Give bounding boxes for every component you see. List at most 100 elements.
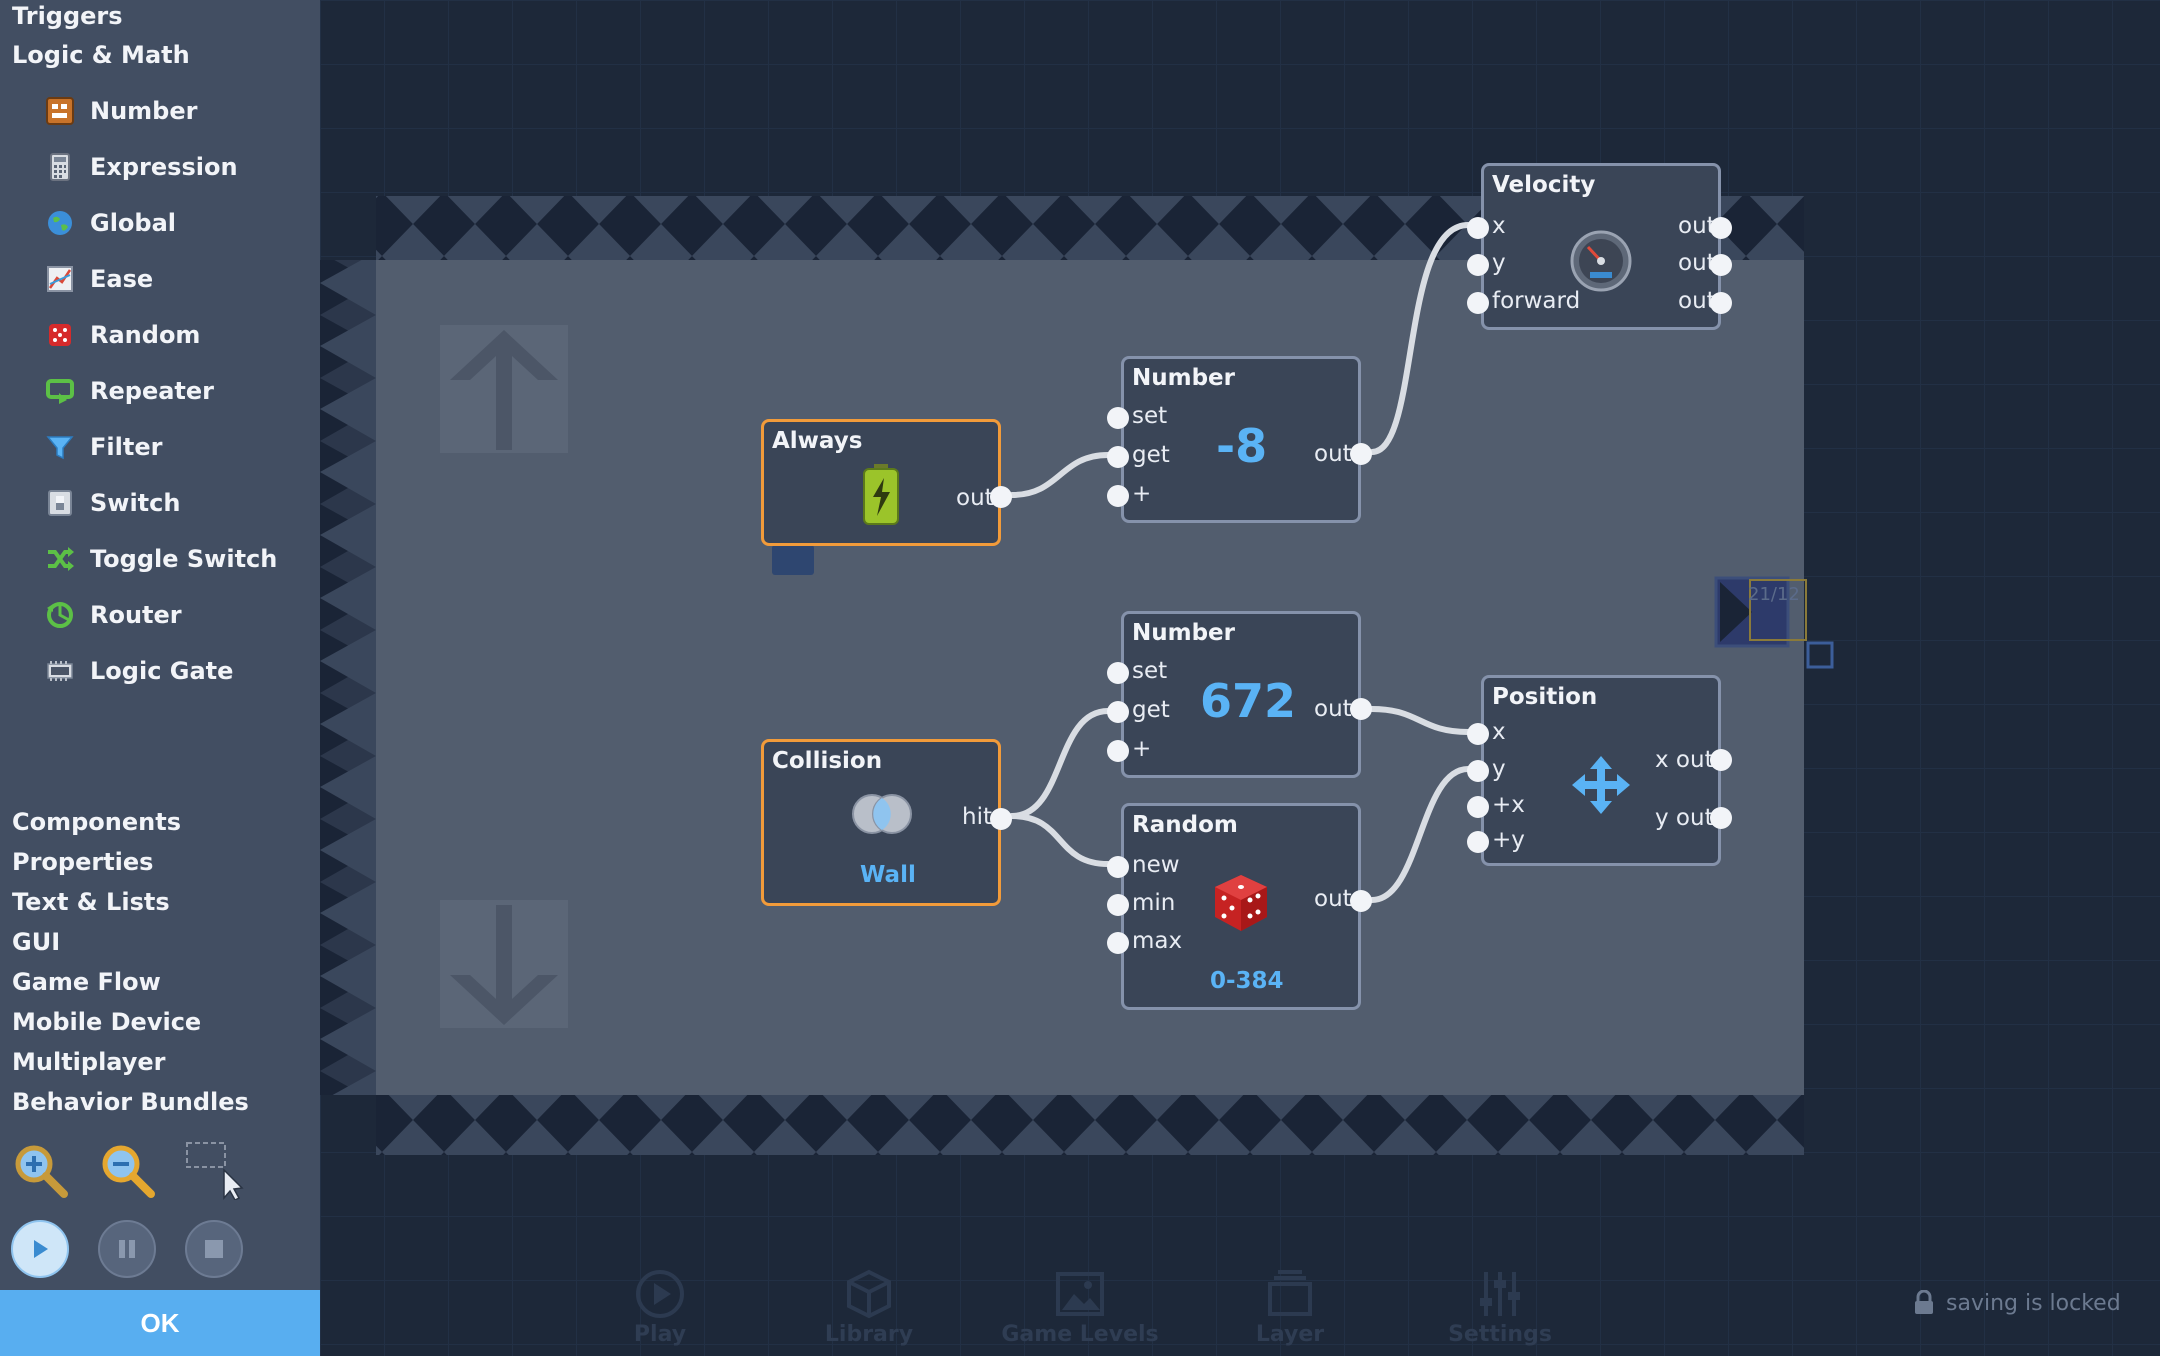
category-components[interactable]: Components (12, 808, 181, 836)
out-port-3[interactable] (1710, 292, 1732, 314)
velocity-node[interactable]: Velocity x y forward out out out (1467, 163, 1732, 330)
y-port[interactable] (1467, 760, 1489, 782)
always-node[interactable]: Always out (761, 419, 1012, 546)
switch-icon (44, 487, 76, 519)
out-port-2[interactable] (1710, 254, 1732, 276)
plus-port[interactable] (1107, 740, 1129, 762)
ok-button[interactable]: OK (0, 1290, 320, 1356)
palette-item-number[interactable]: Number (44, 89, 197, 133)
random-node[interactable]: Random new min max out 0-384 (1107, 803, 1372, 1010)
out-label: out (1678, 250, 1716, 276)
node-title: Position (1492, 684, 1598, 710)
node-title: Collision (772, 748, 883, 774)
calculator-icon (44, 151, 76, 183)
behavior-editor-canvas[interactable]: 21/12 Always out Number set get + -8 out… (320, 0, 2160, 1356)
hit-port[interactable] (990, 808, 1012, 830)
select-tool-icon[interactable] (184, 1140, 244, 1201)
router-icon (44, 599, 76, 631)
y-out-port[interactable] (1710, 807, 1732, 829)
palette-item-switch[interactable]: Switch (44, 481, 180, 525)
nav-label: Library (824, 1322, 914, 1347)
max-port[interactable] (1107, 932, 1129, 954)
min-port[interactable] (1107, 894, 1129, 916)
dice-icon (1210, 872, 1272, 938)
number-value[interactable]: -8 (1216, 419, 1268, 473)
palette-item-toggle-switch[interactable]: Toggle Switch (44, 537, 277, 581)
hit-label: hit (962, 804, 992, 830)
stop-button[interactable] (185, 1220, 243, 1278)
out-label: out (1314, 696, 1352, 722)
forward-label: forward (1492, 288, 1581, 314)
category-properties[interactable]: Properties (12, 848, 154, 876)
category-game-flow[interactable]: Game Flow (12, 968, 161, 996)
number-value[interactable]: 672 (1200, 674, 1297, 728)
out-port-1[interactable] (1710, 217, 1732, 239)
zoom-out-icon[interactable] (97, 1140, 157, 1200)
get-port[interactable] (1107, 701, 1129, 723)
collision-node[interactable]: Collision hit Wall (761, 739, 1012, 906)
palette-item-filter[interactable]: Filter (44, 425, 162, 469)
category-behavior-bundles[interactable]: Behavior Bundles (12, 1088, 249, 1116)
set-port[interactable] (1107, 407, 1129, 429)
position-node[interactable]: Position x y +x +y x out y out (1467, 675, 1732, 866)
plus-port[interactable] (1107, 485, 1129, 507)
collision-target[interactable]: Wall (860, 862, 916, 888)
y-port[interactable] (1467, 254, 1489, 276)
category-mobile-device[interactable]: Mobile Device (12, 1008, 202, 1036)
plus-y-port[interactable] (1467, 831, 1489, 853)
palette-item-expression[interactable]: Expression (44, 145, 238, 189)
y-label: y (1492, 250, 1506, 276)
image-icon (1056, 1272, 1104, 1316)
number1-out-port[interactable] (1350, 443, 1372, 465)
palette-item-label: Number (90, 97, 198, 125)
number-node-1[interactable]: Number set get + -8 out (1107, 356, 1372, 523)
x-out-label: x out (1655, 747, 1714, 773)
get-label: get (1132, 697, 1170, 723)
node-title: Always (772, 428, 863, 454)
category-gui[interactable]: GUI (12, 928, 61, 956)
out-label: out (1314, 886, 1352, 912)
random-out-port[interactable] (1350, 890, 1372, 912)
set-port[interactable] (1107, 662, 1129, 684)
always-out-port[interactable] (990, 486, 1012, 508)
x-label: x (1492, 213, 1506, 239)
category-multiplayer[interactable]: Multiplayer (12, 1048, 166, 1076)
nav-layer[interactable]: Layer (1210, 1268, 1370, 1354)
x-port[interactable] (1467, 217, 1489, 239)
number2-out-port[interactable] (1350, 698, 1372, 720)
zoom-in-icon[interactable] (10, 1140, 70, 1200)
palette-item-random[interactable]: Random (44, 313, 200, 357)
forward-port[interactable] (1467, 292, 1489, 314)
category-text-lists[interactable]: Text & Lists (12, 888, 170, 916)
category-logic-math[interactable]: Logic & Math (12, 41, 190, 69)
get-port[interactable] (1107, 446, 1129, 468)
palette-item-logic-gate[interactable]: Logic Gate (44, 649, 233, 693)
nav-library[interactable]: Library (789, 1268, 949, 1354)
get-label: get (1132, 442, 1170, 468)
ease-graph-icon (44, 263, 76, 295)
nav-play[interactable]: Play (580, 1268, 740, 1354)
nav-settings[interactable]: Settings (1420, 1268, 1580, 1354)
palette-item-label: Logic Gate (90, 657, 234, 685)
logic-gate-icon (44, 655, 76, 687)
battery-icon (861, 464, 901, 530)
x-out-port[interactable] (1710, 749, 1732, 771)
new-port[interactable] (1107, 856, 1129, 878)
random-range[interactable]: 0-384 (1210, 968, 1284, 994)
palette-item-label: Filter (90, 433, 163, 461)
palette-item-router[interactable]: Router (44, 593, 182, 637)
category-triggers[interactable]: Triggers (12, 2, 123, 30)
plus-x-port[interactable] (1467, 796, 1489, 818)
saving-status-text: saving is locked (1946, 1290, 2121, 1316)
palette-item-ease[interactable]: Ease (44, 257, 153, 301)
palette-item-repeater[interactable]: Repeater (44, 369, 214, 413)
palette-item-global[interactable]: Global (44, 201, 176, 245)
out-label: out (1678, 288, 1716, 314)
x-port[interactable] (1467, 723, 1489, 745)
nav-game-levels[interactable]: Game Levels (1000, 1268, 1160, 1354)
plus-x-label: +x (1492, 792, 1525, 818)
number-node-2[interactable]: Number set get + 672 out (1107, 611, 1372, 778)
play-button[interactable] (11, 1220, 69, 1278)
pause-button[interactable] (98, 1220, 156, 1278)
out-label: out (1314, 441, 1352, 467)
